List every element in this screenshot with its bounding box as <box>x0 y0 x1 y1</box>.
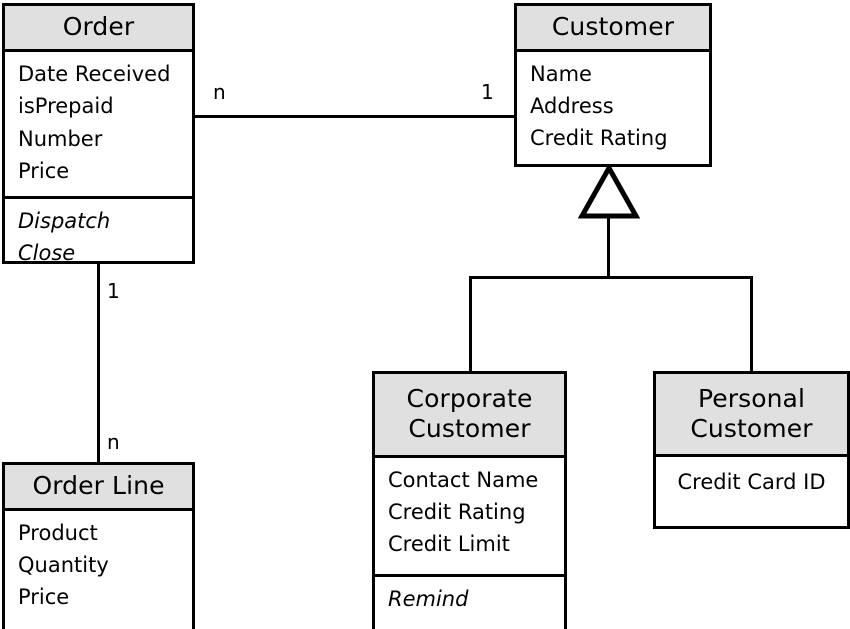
attribute-item: Credit Card ID <box>677 470 826 495</box>
class-name-personal-customer: Personal Customer <box>656 374 847 458</box>
association-line-order-orderline[interactable] <box>97 262 100 464</box>
operations-compartment-order: Dispatch Close <box>5 196 192 265</box>
operation-item: Remind <box>388 586 469 611</box>
attribute-item: Date Received <box>18 62 171 87</box>
generalization-fork <box>469 276 753 279</box>
multiplicity-orderline-end-n: n <box>107 430 120 454</box>
class-box-customer[interactable]: Customer Name Address Credit Rating <box>514 3 712 167</box>
class-name-corporate-customer: Corporate Customer <box>375 374 564 458</box>
class-box-corporate-customer[interactable]: Corporate Customer Contact Name Credit R… <box>372 371 567 629</box>
generalization-branch-corporate-customer <box>469 276 472 373</box>
class-name-customer: Customer <box>517 6 709 53</box>
class-box-order[interactable]: Order Date Received isPrepaid Number Pri… <box>2 3 195 265</box>
multiplicity-order-end-1: 1 <box>107 279 120 303</box>
attribute-item: Credit Rating <box>530 126 668 151</box>
attributes-compartment-order: Date Received isPrepaid Number Price <box>5 52 192 196</box>
attribute-item: Address <box>530 94 614 119</box>
attribute-item: Price <box>18 158 70 183</box>
class-name-order-line: Order Line <box>5 465 192 512</box>
generalization-stem <box>607 214 610 278</box>
operation-item: Dispatch <box>18 209 111 233</box>
attribute-item: Credit Limit <box>388 532 510 557</box>
attribute-item: Credit Rating <box>388 500 526 525</box>
attributes-compartment-customer: Name Address Credit Rating <box>517 52 709 164</box>
class-box-order-line[interactable]: Order Line Product Quantity Price <box>2 462 195 629</box>
attribute-item: isPrepaid <box>18 94 114 119</box>
class-box-personal-customer[interactable]: Personal Customer Credit Card ID <box>653 371 850 529</box>
class-name-order: Order <box>5 6 192 53</box>
class-name-line-1: Personal <box>697 383 806 413</box>
class-name-line-2: Customer <box>690 414 813 444</box>
multiplicity-customer-end-1: 1 <box>481 80 494 104</box>
attributes-compartment-personal-customer: Credit Card ID <box>656 457 847 526</box>
attribute-item: Price <box>18 585 70 610</box>
attribute-item: Number <box>18 126 103 151</box>
attributes-compartment-corporate-customer: Contact Name Credit Rating Credit Limit <box>375 458 564 574</box>
class-name-line-2: Customer <box>408 414 531 444</box>
generalization-arrow-hollow-triangle <box>578 164 640 220</box>
attribute-item: Quantity <box>18 553 109 578</box>
generalization-branch-personal-customer <box>750 276 753 373</box>
operation-item: Close <box>18 241 76 266</box>
attribute-item: Product <box>18 521 98 546</box>
attribute-item: Name <box>530 62 592 87</box>
attribute-item: Contact Name <box>388 467 539 492</box>
class-name-line-1: Corporate <box>406 383 533 413</box>
association-line-order-customer[interactable] <box>193 115 516 118</box>
multiplicity-order-end-n: n <box>213 80 226 104</box>
attributes-compartment-order-line: Product Quantity Price <box>5 511 192 629</box>
operations-compartment-corporate-customer: Remind <box>375 573 564 629</box>
